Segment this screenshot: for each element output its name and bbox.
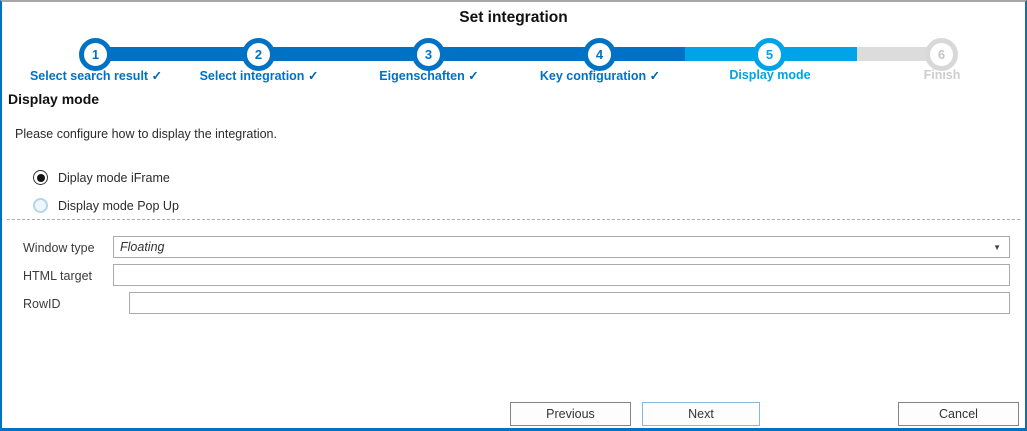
dashed-divider [7,219,1020,220]
radio-display-mode-popup[interactable]: Display mode Pop Up [33,198,179,213]
instruction-text: Please configure how to display the inte… [15,127,277,141]
step-label-select-search-result: Select search result ✓ [11,68,181,83]
html-target-label: HTML target [23,269,93,283]
stepper-track-future [857,47,942,61]
window-type-label: Window type [23,241,95,255]
check-icon: ✓ [468,69,479,83]
radio-display-mode-iframe[interactable]: Diplay mode iFrame [33,170,170,185]
step-circle-4[interactable]: 4 [583,38,616,71]
step-label-key-configuration: Key configuration ✓ [515,68,685,83]
previous-button[interactable]: Previous [510,402,631,426]
step-circle-3[interactable]: 3 [412,38,445,71]
step-label-text: Eigenschaften [379,69,465,83]
dialog-title: Set integration [459,9,568,26]
step-label-text: Finish [923,68,961,82]
cancel-button[interactable]: Cancel [898,402,1019,426]
rowid-label: RowID [23,297,61,311]
step-label-text: Select integration [199,69,305,83]
step-circle-1[interactable]: 1 [79,38,112,71]
rowid-input[interactable] [129,292,1010,314]
step-circle-6: 6 [925,38,958,71]
check-icon: ✓ [151,69,163,83]
radio-label: Diplay mode iFrame [58,170,170,185]
step-label-display-mode: Display mode [685,68,855,82]
html-target-input[interactable] [113,264,1010,286]
step-label-text: Key configuration [539,69,647,83]
step-circle-2[interactable]: 2 [242,38,275,71]
step-label-text: Select search result [29,69,149,83]
step-label-text: Display mode [729,68,811,82]
radio-selected-icon [33,170,48,185]
window-type-select[interactable]: Floating ▼ [113,236,1010,258]
radio-unselected-icon [33,198,48,213]
radio-label: Display mode Pop Up [58,198,179,213]
step-label-finish: Finish [857,68,1025,82]
next-button[interactable]: Next [642,402,760,426]
window-type-value: Floating [120,240,165,254]
page-title: Display mode [8,91,100,107]
chevron-down-icon[interactable]: ▼ [993,242,1001,252]
step-circle-5[interactable]: 5 [753,38,786,71]
check-icon: ✓ [307,69,319,83]
stepper-track-completed [94,47,685,61]
check-icon: ✓ [649,69,661,83]
step-label-select-integration: Select integration ✓ [174,68,344,83]
step-label-eigenschaften: Eigenschaften ✓ [344,68,514,83]
